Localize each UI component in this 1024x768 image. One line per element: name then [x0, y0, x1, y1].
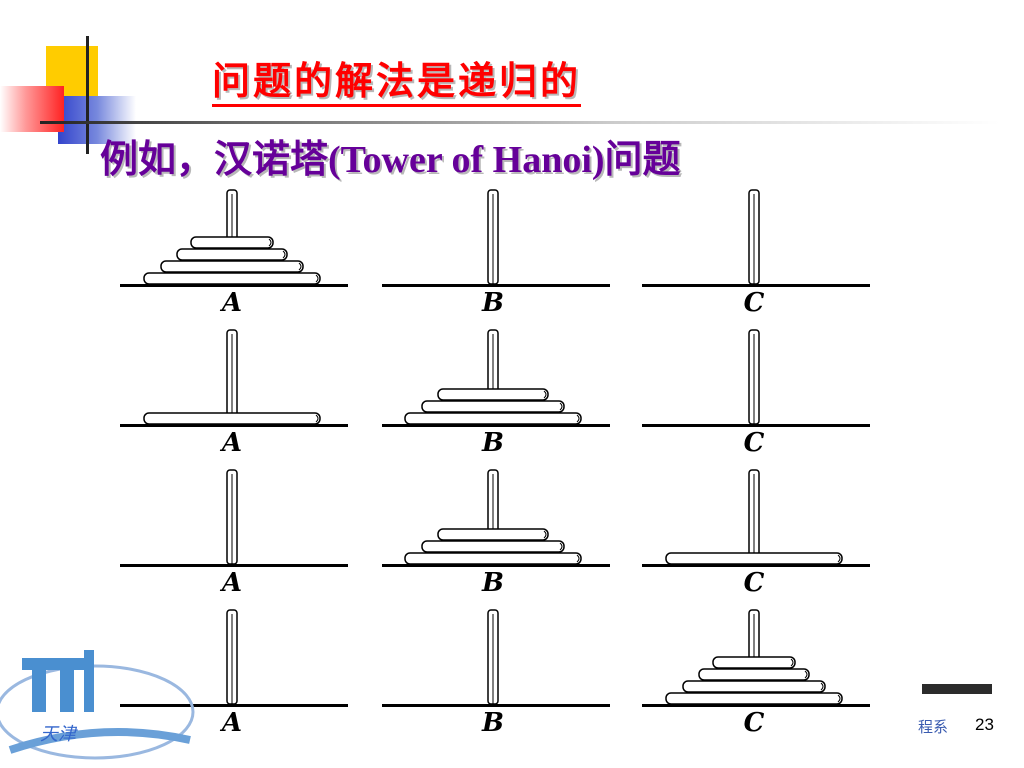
hanoi-disk [160, 260, 304, 273]
base-line [642, 704, 870, 707]
hanoi-disk [143, 272, 321, 285]
deco-red-bar [0, 86, 64, 132]
base-line [382, 284, 610, 287]
hanoi-disk [404, 552, 582, 565]
hanoi-disk [698, 668, 810, 681]
footer-bar [922, 684, 992, 694]
page-number: 23 [975, 715, 994, 734]
base-line [382, 704, 610, 707]
hanoi-disk [665, 552, 843, 565]
hanoi-disk [665, 692, 843, 705]
base-line [382, 424, 610, 427]
peg-label: C [744, 428, 765, 458]
page-subtitle: 例如，汉诺塔(Tower of Hanoi)问题 [100, 139, 681, 181]
hanoi-disk [437, 388, 549, 401]
disk-shade [559, 542, 563, 551]
peg-label: B [481, 708, 504, 738]
hanoi-disk [421, 400, 565, 413]
disk-shade [282, 250, 286, 259]
hanoi-disk [143, 412, 321, 425]
peg-label: B [481, 568, 504, 598]
disk-shade [790, 658, 794, 667]
disk-shade [298, 262, 302, 271]
disk-shade [543, 530, 547, 539]
page-title: 问题的解法是递归的 [212, 58, 582, 107]
disk-shade [315, 274, 319, 283]
base-line [120, 704, 348, 707]
disk-shade [543, 390, 547, 399]
peg-label: B [481, 288, 504, 318]
disk-shade [576, 554, 580, 563]
hanoi-disk [421, 540, 565, 553]
peg-label: B [481, 428, 504, 458]
disk-shade [268, 238, 272, 247]
base-line [642, 284, 870, 287]
hanoi-disk [712, 656, 796, 669]
base-line [120, 284, 348, 287]
base-line [642, 564, 870, 567]
hanoi-disk [437, 528, 549, 541]
disk-shade [837, 694, 841, 703]
hanoi-disk [176, 248, 288, 261]
peg-label: C [744, 288, 765, 318]
disk-shade [559, 402, 563, 411]
disk-shade [315, 414, 319, 423]
disk-shade [820, 682, 824, 691]
base-line [382, 564, 610, 567]
disk-shade [804, 670, 808, 679]
disk-shade [837, 554, 841, 563]
university-logo-icon: 天津 [0, 650, 195, 760]
hanoi-disk [404, 412, 582, 425]
deco-horizontal-line [40, 121, 1000, 124]
deco-vertical-line [86, 36, 89, 154]
base-line [120, 424, 348, 427]
peg-label: A [219, 428, 242, 458]
svg-text:天津: 天津 [40, 724, 78, 745]
disk-shade [576, 414, 580, 423]
hanoi-disk [190, 236, 274, 249]
deco-blue-square [58, 96, 136, 144]
peg-label: A [219, 708, 242, 738]
base-line [642, 424, 870, 427]
hanoi-disk [682, 680, 826, 693]
peg-label: A [219, 288, 242, 318]
footer-department: 程系 [918, 718, 949, 736]
peg-label: C [744, 568, 765, 598]
base-line [120, 564, 348, 567]
peg-label: A [219, 568, 242, 598]
peg-label: C [744, 708, 765, 738]
